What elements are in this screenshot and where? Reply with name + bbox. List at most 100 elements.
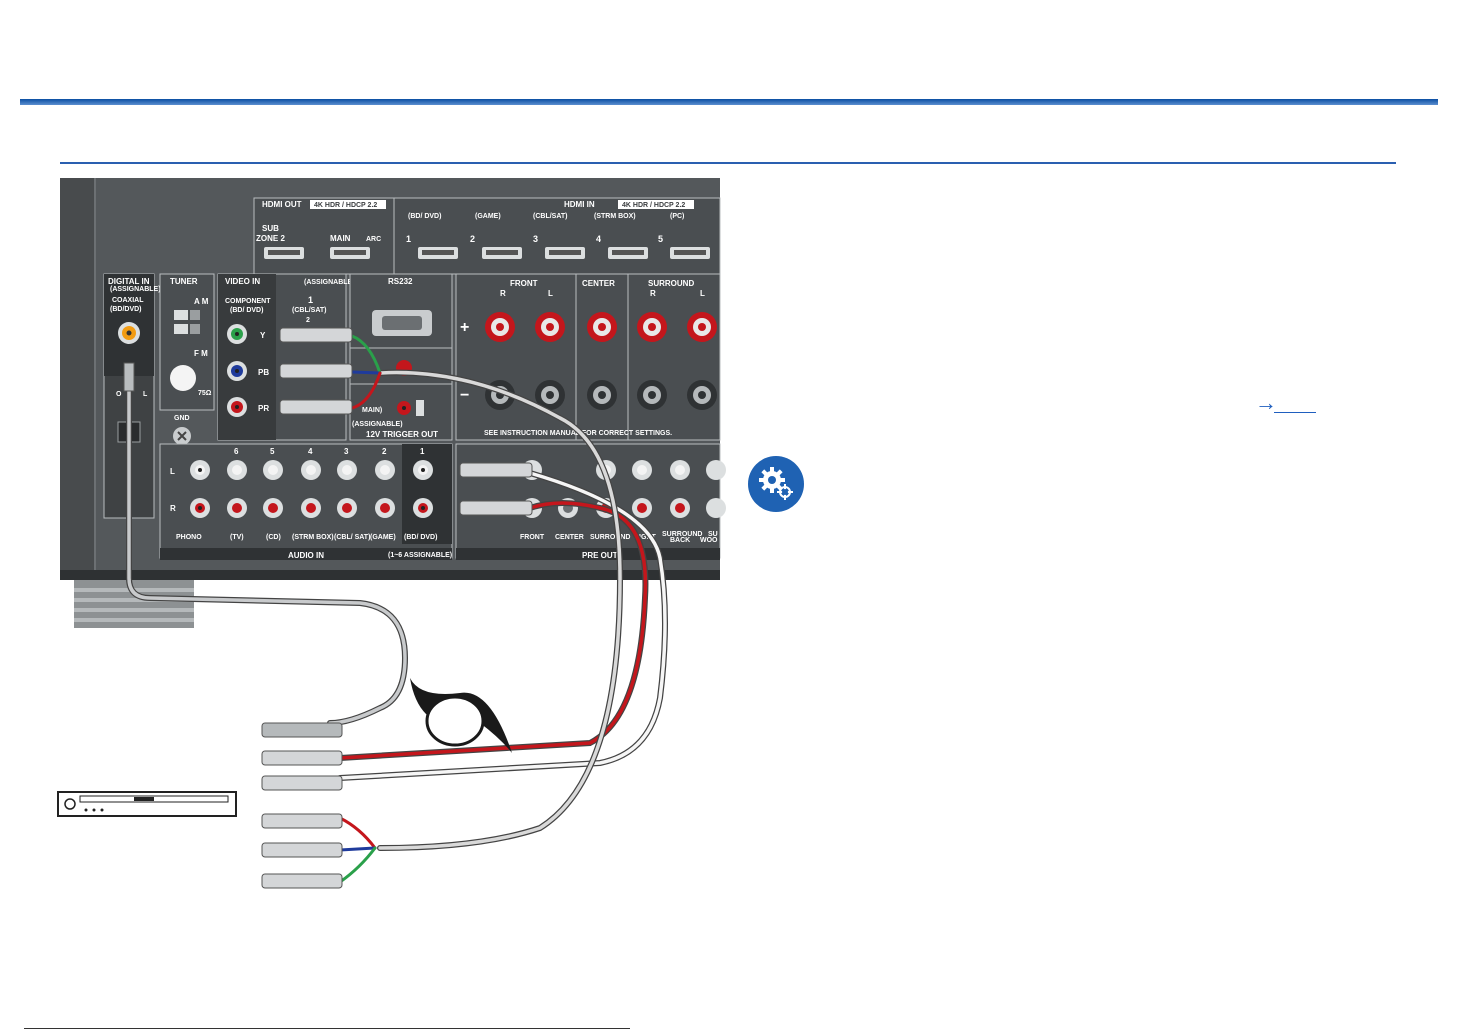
svg-text:3: 3: [344, 447, 349, 456]
tuner-section: TUNER A M F M 75Ω GND: [159, 273, 215, 445]
hdmi-out-label: HDMI OUT: [262, 200, 302, 209]
svg-text:4: 4: [596, 234, 601, 244]
svg-text:1: 1: [308, 295, 313, 305]
speaker-terminals: FRONT CENTER SURROUND R L R L + − SEE IN…: [455, 273, 721, 441]
cable-plugs: [261, 722, 343, 889]
svg-text:BACK: BACK: [670, 537, 690, 544]
svg-text:(PC): (PC): [670, 213, 684, 220]
hdmi-in-port-3: (CBL/SAT) 3: [533, 213, 585, 259]
tuner-label: TUNER: [170, 277, 198, 286]
svg-text:L: L: [143, 391, 148, 398]
audio-in-port-6: 6 (TV): [227, 447, 247, 541]
page-link[interactable]: [1274, 412, 1316, 413]
svg-text:6: 6: [234, 447, 239, 456]
hdmi-in-port-4: (STRM BOX) 4: [594, 213, 648, 259]
svg-text:(ASSIGNABLE): (ASSIGNABLE): [110, 286, 161, 293]
rs232-label: RS232: [388, 277, 413, 286]
hdmi-arc-label: ARC: [366, 236, 381, 243]
hdmi-out-spec: 4K HDR / HDCP 2.2: [314, 202, 377, 209]
svg-text:5: 5: [270, 447, 275, 456]
svg-text:(CBL/SAT): (CBL/SAT): [533, 213, 567, 220]
rs232-section: RS232 MAIN) (ASSIGNABLE) 12V TRIGGER OUT: [349, 273, 453, 441]
svg-text:R: R: [650, 289, 656, 298]
svg-text:5: 5: [658, 234, 663, 244]
svg-text:F M: F M: [194, 349, 208, 358]
hdmi-main-label: MAIN: [330, 234, 351, 243]
svg-text:O: O: [116, 391, 122, 398]
svg-text:2: 2: [470, 234, 475, 244]
video-in-section: VIDEO IN (ASSIGNABLE) COMPONENT (BD/ DVD…: [217, 273, 355, 441]
digital-in-label: DIGITAL IN: [108, 277, 150, 286]
gears-icon: [759, 467, 793, 500]
svg-text:(GAME): (GAME): [475, 213, 501, 220]
svg-text:(CD): (CD): [266, 534, 281, 541]
audio-in-port-1: 1 (BD/ DVD): [404, 447, 437, 541]
svg-text:(STRM BOX): (STRM BOX): [292, 534, 334, 541]
svg-text:3: 3: [533, 234, 538, 244]
receiver-plugs: [123, 327, 533, 516]
pre-out-label: PRE OUT: [582, 551, 618, 560]
hdmi-in-port-5: (PC) 5: [658, 213, 710, 259]
surround-speaker-label: SURROUND: [648, 279, 694, 288]
audio-in-port-2: 2 (GAME): [370, 447, 396, 541]
audio-in-port-5: 5 (CD): [263, 447, 283, 541]
coaxial-label: COAXIAL: [112, 297, 144, 304]
svg-text:CENTER: CENTER: [555, 534, 584, 541]
svg-text:L: L: [548, 289, 553, 298]
svg-text:(TV): (TV): [230, 534, 244, 541]
svg-text:SURROUND: SURROUND: [662, 531, 702, 538]
svg-text:1: 1: [420, 447, 425, 456]
svg-text:WOO: WOO: [700, 537, 718, 544]
digital-in-section: DIGITAL IN (ASSIGNABLE) COAXIAL (BD/DVD)…: [103, 273, 161, 519]
component-label: COMPONENT: [225, 298, 271, 305]
svg-text:(CBL/ SAT): (CBL/ SAT): [334, 534, 370, 541]
video-in-label: VIDEO IN: [225, 277, 260, 286]
hdmi-sub-label: SUB: [262, 224, 279, 233]
hdmi-in-label: HDMI IN: [564, 200, 595, 209]
hdmi-zone2-label: ZONE 2: [256, 234, 285, 243]
front-speaker-label: FRONT: [510, 279, 538, 288]
svg-text:(1~6 ASSIGNABLE): (1~6 ASSIGNABLE): [388, 552, 452, 559]
audio-in-port-3: 3 (CBL/ SAT): [334, 447, 370, 541]
hdmi-in-spec: 4K HDR / HDCP 2.2: [622, 202, 685, 209]
bd-dvd-player: [57, 791, 237, 817]
svg-text:L: L: [170, 467, 175, 476]
audio-in-port-4: 4 (STRM BOX): [292, 447, 334, 541]
svg-text:(BD/ DVD): (BD/ DVD): [404, 534, 437, 541]
svg-text:SURROUND: SURROUND: [590, 534, 630, 541]
svg-text:+: +: [460, 319, 469, 336]
header-rule: [20, 99, 1438, 105]
svg-text:(BD/ DVD): (BD/ DVD): [408, 213, 441, 220]
audio-in-label: AUDIO IN: [288, 551, 324, 560]
svg-text:1: 1: [406, 234, 411, 244]
or-symbol: [410, 678, 512, 753]
svg-text:R: R: [500, 289, 506, 298]
connection-diagram: HDMI OUT 4K HDR / HDCP 2.2 SUB ZONE 2 MA…: [57, 178, 726, 889]
svg-text:PB: PB: [258, 368, 269, 377]
hdmi-in-port-2: (GAME) 2: [470, 213, 522, 259]
svg-text:4: 4: [308, 447, 313, 456]
settings-badge: [748, 456, 804, 512]
svg-text:SU: SU: [708, 531, 718, 538]
footer-rule: [24, 1028, 630, 1029]
svg-text:(ASSIGNABLE): (ASSIGNABLE): [352, 421, 403, 428]
svg-text:(GAME): (GAME): [370, 534, 396, 541]
svg-text:(STRM BOX): (STRM BOX): [594, 213, 636, 220]
svg-text:R: R: [170, 504, 176, 513]
section-rule: [60, 162, 1396, 164]
svg-text:PHONO: PHONO: [176, 534, 202, 541]
svg-text:L: L: [700, 289, 705, 298]
svg-text:2: 2: [306, 317, 310, 324]
audio-in-section: L R PHONO AUDIO IN (1~6 ASSIGNABLE) 6 (TV…: [159, 443, 453, 560]
svg-text:Y: Y: [260, 331, 266, 340]
hdmi-in-port-1: (BD/ DVD) 1: [406, 213, 458, 259]
center-speaker-label: CENTER: [582, 279, 615, 288]
svg-text:(BD/ DVD): (BD/ DVD): [230, 307, 263, 314]
svg-text:(ASSIGNABLE): (ASSIGNABLE): [304, 279, 355, 286]
svg-text:2: 2: [382, 447, 387, 456]
receiver-foot: [74, 580, 194, 628]
hdmi-section: HDMI OUT 4K HDR / HDCP 2.2 SUB ZONE 2 MA…: [253, 197, 721, 275]
svg-text:75Ω: 75Ω: [198, 390, 212, 397]
svg-text:−: −: [460, 387, 469, 404]
page-link-arrow[interactable]: →: [1255, 390, 1277, 415]
